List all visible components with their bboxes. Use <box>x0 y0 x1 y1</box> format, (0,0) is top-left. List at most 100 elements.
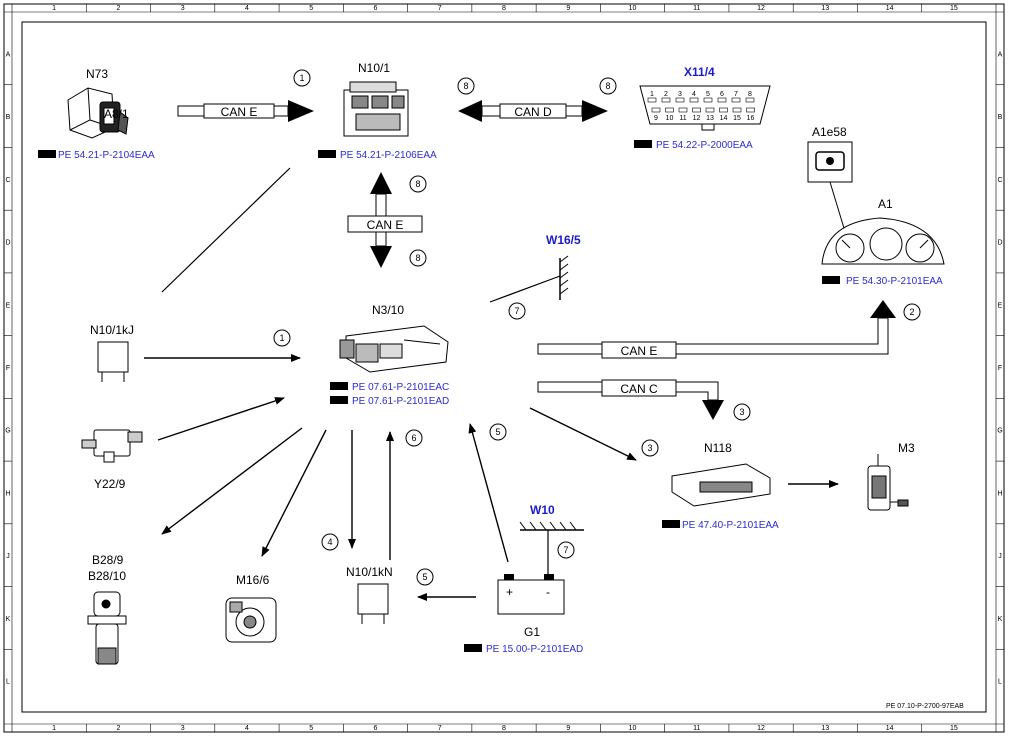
callout-8: 8 <box>605 81 610 91</box>
n10-1kj-relay: N10/1kJ 1 <box>90 323 301 382</box>
n3-10-label: N3/10 <box>372 303 404 317</box>
grid-column-labels: 1122334455667788991010111112121313141415… <box>52 4 958 732</box>
w16-5-ground-point: W16/5 7 <box>489 233 581 320</box>
can-c-label: CAN C <box>620 382 658 396</box>
grid-row-label: F <box>6 365 10 372</box>
grid-column-label: 6 <box>374 5 378 12</box>
ignition-switch-icon <box>67 87 129 139</box>
n73-reference: PE 54.21-P-2104EAA <box>58 150 155 161</box>
grid-column-label: 7 <box>438 725 442 732</box>
callout-5: 5 <box>422 572 427 582</box>
grid-column-label: 7 <box>438 5 442 12</box>
b28-10-label: B28/10 <box>88 569 126 583</box>
document-id: PE 07.10-P-2700-97EAB <box>886 703 964 710</box>
obd-pin <box>703 97 713 103</box>
ref-hand-icon <box>822 276 840 284</box>
g1-to-n3-10-link: 5 <box>468 423 509 563</box>
g1-reference: PE 15.00-P-2101EAD <box>486 644 583 655</box>
grid-row-label: H <box>5 490 10 497</box>
grid-column-label: 13 <box>821 5 829 12</box>
callout-2: 2 <box>909 307 914 317</box>
ref-hand-icon <box>662 520 680 528</box>
obd-pin <box>719 107 728 113</box>
callout-6: 6 <box>411 433 416 443</box>
grid-column-label: 12 <box>757 725 765 732</box>
grid-row-label: J <box>998 553 1002 560</box>
grid-column-label: 2 <box>116 725 120 732</box>
g1-label: G1 <box>524 625 540 639</box>
x11-4-label: X11/4 <box>684 65 715 79</box>
grid-row-label: A <box>998 51 1003 58</box>
grid-column-label: 1 <box>52 5 56 12</box>
obd-pin <box>732 107 742 113</box>
n10-1-reference: PE 54.21-P-2106EAA <box>340 150 437 161</box>
grid-column-label: 14 <box>886 5 894 12</box>
obd-pin <box>665 107 674 113</box>
grid-row-label: G <box>997 428 1002 435</box>
obd-pin <box>692 107 701 113</box>
grid-column-label: 9 <box>566 5 570 12</box>
grid-column-label: 10 <box>629 5 637 12</box>
m3-fuel-pump: M3 <box>867 441 915 511</box>
ref-hand-icon <box>330 396 348 404</box>
connector-arrow <box>529 407 637 461</box>
obd-pin-number: 14 <box>720 115 728 122</box>
a1-instrument-cluster: A1 PE 54.30-P-2101EAA <box>821 197 945 287</box>
grid-row-label: D <box>997 240 1002 247</box>
obd-pin-number: 2 <box>664 91 668 98</box>
ecu-icon <box>339 325 449 373</box>
grid-column-label: 3 <box>181 5 185 12</box>
b28-9-b28-10-sensor: B28/9 B28/10 <box>87 553 127 665</box>
pressure-sensor-icon <box>87 591 127 665</box>
a1-reference: PE 54.30-P-2101EAA <box>846 276 943 287</box>
a8-1-label: A8/1 <box>104 107 129 121</box>
can-e-vertical-label: CAN E <box>367 218 404 232</box>
grid-column-label: 15 <box>950 5 958 12</box>
grid-column-label: 5 <box>309 5 313 12</box>
n3-10-engine-control-unit: N3/10 PE 07.61-P-2101EAC PE 07.61-P-2101… <box>330 303 449 407</box>
n73-label: N73 <box>86 67 108 81</box>
valve-icon <box>81 429 143 463</box>
ref-hand-icon <box>330 382 348 390</box>
obd-pin-number: 7 <box>734 91 738 98</box>
obd-pin <box>717 97 727 103</box>
n10-1kn-label: N10/1kN <box>346 565 393 579</box>
obd-pin-number: 3 <box>678 91 682 98</box>
m3-label: M3 <box>898 441 915 455</box>
grid-row-label: H <box>997 490 1002 497</box>
obd-pin <box>647 97 657 103</box>
n3-10-reference-ead: PE 07.61-P-2101EAD <box>352 396 449 407</box>
callout-3: 3 <box>739 407 744 417</box>
obd-pin-number: 13 <box>706 115 714 122</box>
obd-pin-number: 1 <box>650 91 654 98</box>
obd-pin <box>651 107 661 113</box>
control-module-icon <box>671 463 771 507</box>
callout-3-n118: 3 <box>641 439 659 457</box>
obd-pin-number: 11 <box>679 115 686 122</box>
w16-5-label: W16/5 <box>546 233 581 247</box>
can-e-vertical-link: CAN E 8 8 <box>347 172 427 268</box>
fuel-pump-icon <box>867 454 909 511</box>
callout-8: 8 <box>415 253 420 263</box>
g1-battery: + - G1 PE 15.00-P-2101EAD <box>464 574 583 655</box>
can-e-right-label: CAN E <box>621 344 658 358</box>
callout-4: 4 <box>327 537 332 547</box>
obd-pin <box>678 107 688 113</box>
grid-row-label: B <box>998 114 1003 121</box>
callout-5: 5 <box>495 427 500 437</box>
engine-warning-icon <box>815 151 845 171</box>
svg-text:3: 3 <box>647 443 652 453</box>
connector-arrow <box>261 429 327 557</box>
n118-label: N118 <box>704 441 732 455</box>
obd-pin-number: 10 <box>666 115 674 122</box>
relay-icon <box>97 341 129 382</box>
w10-ground-point: W10 7 <box>519 503 584 578</box>
callout-7: 7 <box>563 545 568 555</box>
connector-arrow <box>161 427 303 535</box>
grid-column-label: 1 <box>52 725 56 732</box>
n3-10-reference-eac: PE 07.61-P-2101EAC <box>352 382 449 393</box>
